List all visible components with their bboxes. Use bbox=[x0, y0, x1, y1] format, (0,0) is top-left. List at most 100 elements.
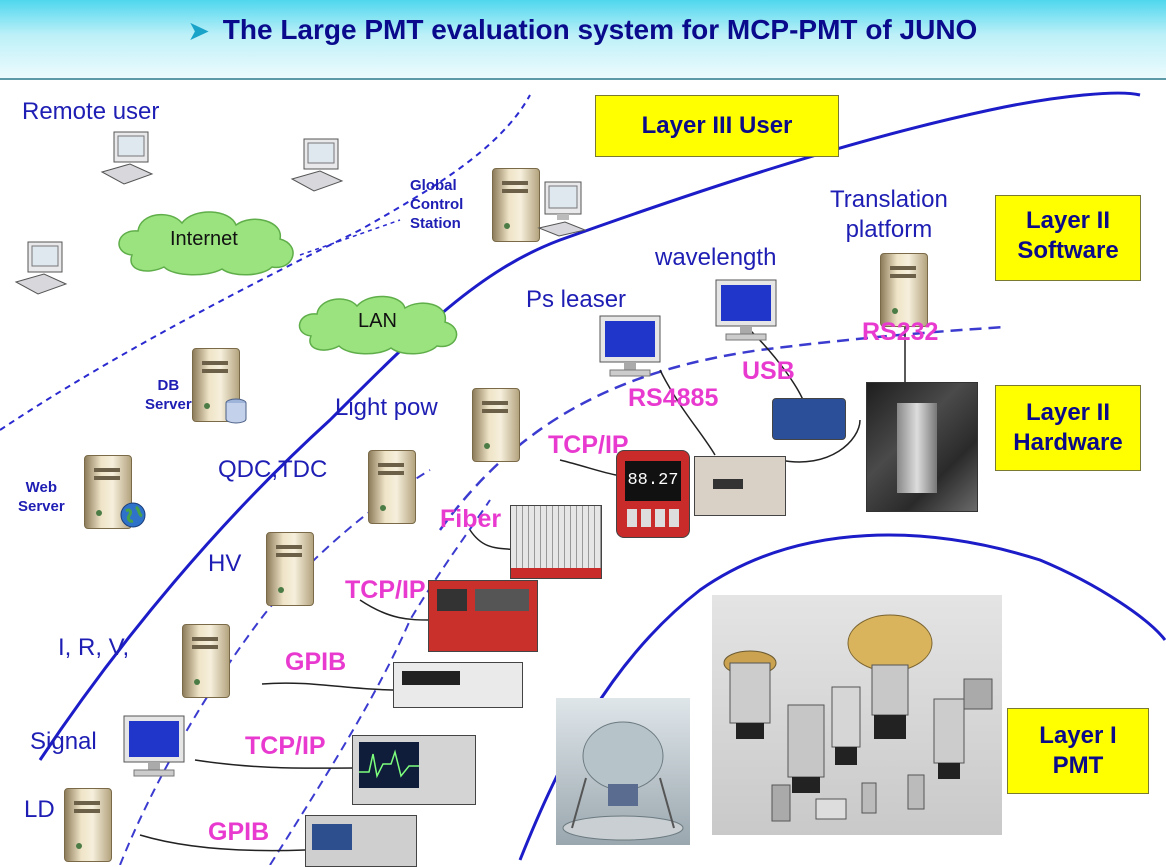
power-meter-device: 88.27 bbox=[616, 450, 690, 538]
rs232-label: RS232 bbox=[862, 318, 939, 346]
translation-platform-label: Translation platform bbox=[830, 185, 948, 245]
layer1-line2: PMT bbox=[1052, 752, 1104, 779]
hv-supply-device bbox=[428, 580, 538, 652]
translation-line1: Translation bbox=[830, 186, 948, 213]
global-control-line3: Station bbox=[410, 215, 461, 232]
global-control-server-icon bbox=[492, 168, 540, 242]
title-bar: ➤ The Large PMT evaluation system for MCP… bbox=[0, 0, 1166, 80]
database-icon bbox=[225, 398, 247, 424]
db-server-line2: Server bbox=[145, 396, 192, 413]
layer2-software-line1: Layer II bbox=[1025, 207, 1111, 234]
pmt-tubes-icon bbox=[723, 614, 993, 822]
qdc-tdc-server-icon bbox=[368, 450, 416, 524]
wavelength-monitor-icon bbox=[715, 279, 777, 341]
wire-hv bbox=[359, 599, 431, 621]
rs4885-label: RS4885 bbox=[628, 384, 719, 412]
signal-generator-device bbox=[305, 815, 417, 867]
web-server-icon bbox=[84, 455, 132, 529]
multimeter-display bbox=[402, 671, 460, 685]
stage-element bbox=[897, 403, 937, 493]
spectrometer-device bbox=[772, 398, 846, 440]
tcpip-light-label: TCP/IP bbox=[548, 431, 629, 459]
crate-base bbox=[511, 568, 601, 578]
web-server-line1: Web bbox=[25, 479, 58, 496]
oscilloscope-device bbox=[352, 735, 476, 805]
wire-gpib-irv bbox=[261, 682, 396, 691]
wire-fiber-loop bbox=[779, 419, 861, 463]
power-meter-display: 88.27 bbox=[625, 461, 681, 501]
ps-leaser-monitor-icon bbox=[599, 315, 661, 377]
web-server-line2: Server bbox=[18, 498, 65, 515]
page-title: ➤ The Large PMT evaluation system for MCP… bbox=[0, 14, 1166, 46]
globe-icon bbox=[120, 502, 146, 528]
laser-controller-device bbox=[694, 456, 786, 516]
remote-user-label: Remote user bbox=[22, 98, 160, 125]
wire-signal bbox=[194, 759, 356, 769]
internet-cloud-icon bbox=[118, 211, 294, 276]
lan-label: LAN bbox=[358, 310, 397, 332]
signal-monitor-icon bbox=[123, 715, 185, 777]
oscilloscope-screen bbox=[359, 742, 419, 788]
hv-display bbox=[437, 589, 467, 611]
ld-server-icon bbox=[64, 788, 112, 862]
layer2-boundary-lower bbox=[269, 499, 491, 865]
light-pow-server-icon bbox=[472, 388, 520, 462]
mcp-pmt-photo bbox=[556, 698, 690, 845]
global-control-line1: Global bbox=[410, 177, 457, 194]
pmt-collection-photo bbox=[712, 595, 1002, 835]
gpib-ld-label: GPIB bbox=[208, 818, 270, 846]
gpib-irv-label: GPIB bbox=[285, 648, 347, 676]
hv-panel bbox=[475, 589, 529, 611]
hv-label: HV bbox=[208, 550, 242, 577]
waveform-icon bbox=[359, 749, 419, 779]
remote-pc-icon bbox=[100, 131, 154, 185]
ps-leaser-label: Ps leaser bbox=[526, 286, 627, 313]
arrow-bullet-icon: ➤ bbox=[188, 18, 209, 45]
layer2-hardware-line1: Layer II bbox=[1025, 399, 1111, 426]
light-pow-label: Light pow bbox=[335, 394, 438, 421]
multimeter-device bbox=[393, 662, 523, 708]
fiber-label: Fiber bbox=[440, 505, 502, 533]
layer2-hardware-line2: Hardware bbox=[1013, 429, 1123, 456]
ld-label: LD bbox=[24, 796, 55, 823]
db-server-line1: DB bbox=[157, 377, 180, 394]
layer2-software-line2: Software bbox=[1017, 237, 1119, 264]
crate-device bbox=[510, 505, 602, 579]
internet-label: Internet bbox=[170, 228, 238, 250]
layer2-hardware-box: Layer II Hardware bbox=[995, 385, 1141, 471]
title-label: The Large PMT evaluation system for MCP-… bbox=[222, 14, 978, 45]
power-meter-buttons bbox=[627, 509, 679, 527]
layer2-boundary-inner bbox=[119, 469, 431, 865]
layer1-pmt-box: Layer I PMT bbox=[1007, 708, 1149, 794]
layer3-boundary bbox=[38, 91, 1141, 761]
qdc-tdc-label: QDC,TDC bbox=[218, 456, 328, 483]
hv-server-icon bbox=[266, 532, 314, 606]
generator-screen bbox=[312, 824, 352, 850]
db-server-label: DB Server bbox=[145, 376, 192, 414]
translation-line2: platform bbox=[845, 216, 933, 243]
layer1-line1: Layer I bbox=[1039, 722, 1117, 749]
tcpip-hv-label: TCP/IP bbox=[345, 576, 426, 604]
lan-cloud-icon bbox=[298, 295, 458, 355]
layer2-software-box: Layer II Software bbox=[995, 195, 1141, 281]
global-control-label: Global Control Station bbox=[410, 176, 463, 233]
tcpip-signal-label: TCP/IP bbox=[245, 732, 326, 760]
wire-gpib-ld bbox=[139, 834, 306, 852]
usb-label: USB bbox=[742, 357, 795, 385]
global-control-pc-icon bbox=[537, 181, 587, 237]
translation-server-icon bbox=[880, 253, 928, 327]
irv-server-icon bbox=[182, 624, 230, 698]
irv-label: I, R, V, bbox=[58, 634, 130, 661]
layer3-user-box: Layer III User bbox=[595, 95, 839, 157]
remote-pc-icon bbox=[14, 241, 68, 295]
remote-pc-icon bbox=[290, 138, 344, 192]
laser-display bbox=[713, 479, 743, 489]
pmt-bulb-icon bbox=[562, 721, 684, 841]
global-control-line2: Control bbox=[410, 196, 464, 213]
translation-platform-photo bbox=[866, 382, 978, 512]
signal-label: Signal bbox=[30, 728, 97, 755]
internet-lan-link bbox=[299, 219, 401, 256]
wavelength-label: wavelength bbox=[655, 244, 777, 271]
web-server-label: Web Server bbox=[18, 478, 65, 516]
wire-rs4885 bbox=[659, 369, 716, 456]
